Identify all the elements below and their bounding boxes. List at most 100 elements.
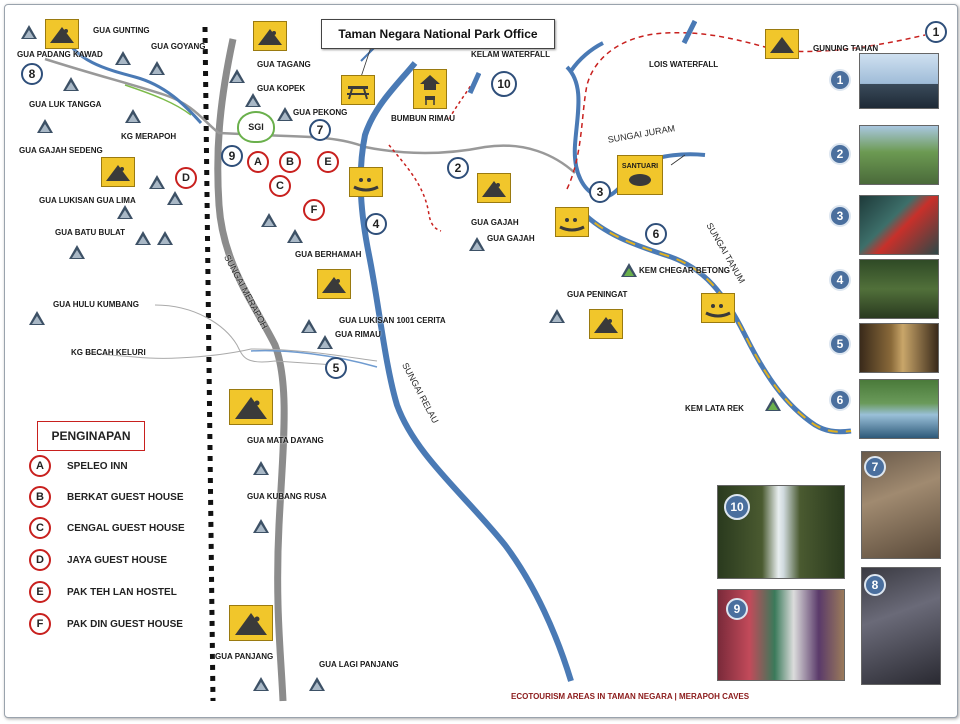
caving-sign-icon xyxy=(477,173,511,203)
label-gua-luk-tangga: GUA LUK TANGGA xyxy=(29,100,102,109)
waterfall-icon xyxy=(467,71,481,95)
photo-number-8: 8 xyxy=(864,574,886,596)
label-gua-padang-kawad: GUA PADANG KAWAD xyxy=(17,50,103,59)
site-marker-10[interactable]: 10 xyxy=(491,71,517,97)
river-upper xyxy=(569,41,604,73)
label-gua-peningat: GUA PENINGAT xyxy=(567,290,628,299)
sgi-label: SGI xyxy=(248,122,264,132)
legend-label: JAYA GUEST HOUSE xyxy=(67,554,168,566)
caving-sign-icon xyxy=(317,269,351,299)
label-gua-batu-bulat: GUA BATU BULAT xyxy=(55,228,126,237)
local-road xyxy=(154,304,336,366)
site-marker-9[interactable]: 9 xyxy=(221,145,243,167)
label-kem-chegar-betong: KEM CHEGAR BETONG xyxy=(639,266,730,275)
lodging-marker-d[interactable]: D xyxy=(175,167,197,189)
site-marker-1[interactable]: 1 xyxy=(925,21,947,43)
site-marker-5[interactable]: 5 xyxy=(325,357,347,379)
lodging-marker-e[interactable]: E xyxy=(317,151,339,173)
lodging-marker-b[interactable]: B xyxy=(279,151,301,173)
photo-1[interactable] xyxy=(859,53,939,109)
legend-label: CENGAL GUEST HOUSE xyxy=(67,522,185,534)
label-bumbun-rimau: BUMBUN RIMAU xyxy=(391,114,455,123)
sgi-badge: SGI xyxy=(237,111,275,143)
photo-2[interactable] xyxy=(859,125,939,185)
legend-label: PAK DIN GUEST HOUSE xyxy=(67,618,183,630)
label-kg-becah-keluri: KG BECAH KELURI xyxy=(71,348,146,357)
lodging-marker-c[interactable]: C xyxy=(269,175,291,197)
boundary-line xyxy=(202,26,216,702)
connector xyxy=(670,154,686,166)
photo-10[interactable]: 10 xyxy=(717,485,845,579)
label-gua-tagang: GUA TAGANG xyxy=(257,60,311,69)
rafting-sign-icon xyxy=(349,167,383,197)
photo-number-6: 6 xyxy=(829,389,851,411)
legend-row-d: D JAYA GUEST HOUSE xyxy=(29,549,167,571)
river-merapoh xyxy=(61,32,203,124)
photo-5[interactable] xyxy=(859,323,939,373)
legend-marker: D xyxy=(29,549,51,571)
label-gua-rimau: GUA RIMAU xyxy=(335,330,381,339)
label-gua-gunting: GUA GUNTING xyxy=(93,26,150,35)
label-gua-gajah-sedeng: GUA GAJAH SEDENG xyxy=(19,146,103,155)
local-road xyxy=(124,84,192,116)
label-kem-lata-rek: KEM LATA REK xyxy=(685,404,744,413)
trail-gunung-tahan xyxy=(566,31,926,190)
main-road xyxy=(214,38,288,702)
photo-3[interactable] xyxy=(859,195,939,255)
trail-bumbun xyxy=(388,144,442,232)
label-kg-merapoh: KG MERAPOH xyxy=(121,132,177,141)
label-gunung-tahan: GUNUNG TAHAN xyxy=(813,44,879,53)
photo-number-3: 3 xyxy=(829,205,851,227)
legend-marker: E xyxy=(29,581,51,603)
photo-number-5: 5 xyxy=(829,333,851,355)
legend-row-a: A SPELEO INN xyxy=(29,455,128,477)
local-road xyxy=(84,348,378,362)
site-marker-3[interactable]: 3 xyxy=(589,181,611,203)
trail-kelam xyxy=(448,84,472,120)
label-gua-lukisan-gua-lima: GUA LUKISAN GUA LIMA xyxy=(39,196,136,205)
legend-label: SPELEO INN xyxy=(67,460,128,472)
label-gua-mata-dayang: GUA MATA DAYANG xyxy=(247,436,324,445)
legend-marker: A xyxy=(29,455,51,477)
legend-row-b: B BERKAT GUEST HOUSE xyxy=(29,486,184,508)
river-relau xyxy=(357,61,574,682)
site-marker-6[interactable]: 6 xyxy=(645,223,667,245)
label-gua-kopek: GUA KOPEK xyxy=(257,84,306,93)
photo-number-9: 9 xyxy=(726,598,748,620)
park-office-title: Taman Negara National Park Office xyxy=(321,19,555,49)
label-gua-kubang-rusa: GUA KUBANG RUSA xyxy=(247,492,327,501)
label-gua-goyang: GUA GOYANG xyxy=(151,42,206,51)
site-marker-4[interactable]: 4 xyxy=(365,213,387,235)
map-lines xyxy=(44,26,926,702)
legend-label: BERKAT GUEST HOUSE xyxy=(67,491,184,503)
turtle-sanctuary-icon: SANTUARI xyxy=(617,155,663,195)
lodging-marker-a[interactable]: A xyxy=(247,151,269,173)
caving-sign-icon xyxy=(45,19,79,49)
legend-row-e: E PAK TEH LAN HOSTEL xyxy=(29,581,177,603)
connector xyxy=(360,46,372,78)
label-lois-waterfall: LOIS WATERFALL xyxy=(649,60,719,69)
legend-row-f: F PAK DIN GUEST HOUSE xyxy=(29,613,183,635)
lodging-marker-f[interactable]: F xyxy=(303,199,325,221)
label-kelam-waterfall: KELAM WATERFALL xyxy=(471,50,550,59)
photo-number-2: 2 xyxy=(829,143,851,165)
site-marker-8[interactable]: 8 xyxy=(21,63,43,85)
photo-4[interactable] xyxy=(859,259,939,319)
site-marker-2[interactable]: 2 xyxy=(447,157,469,179)
legend-label: PAK TEH LAN HOSTEL xyxy=(67,586,177,598)
santuari-label: SANTUARI xyxy=(621,162,659,170)
caving-sign-icon xyxy=(101,157,135,187)
photo-7[interactable]: 7 xyxy=(861,451,941,559)
caving-sign-icon xyxy=(229,605,273,641)
label-gua-gajah: GUA GAJAH xyxy=(487,234,535,243)
photo-8[interactable]: 8 xyxy=(861,567,941,685)
legend-marker: B xyxy=(29,486,51,508)
rafting-sign-icon xyxy=(701,293,735,323)
caving-sign-icon xyxy=(253,21,287,51)
photo-number-1: 1 xyxy=(829,69,851,91)
site-marker-7[interactable]: 7 xyxy=(309,119,331,141)
river-small xyxy=(250,349,378,368)
photo-9[interactable]: 9 xyxy=(717,589,845,681)
photo-6[interactable] xyxy=(859,379,939,439)
photo-number-4: 4 xyxy=(829,269,851,291)
